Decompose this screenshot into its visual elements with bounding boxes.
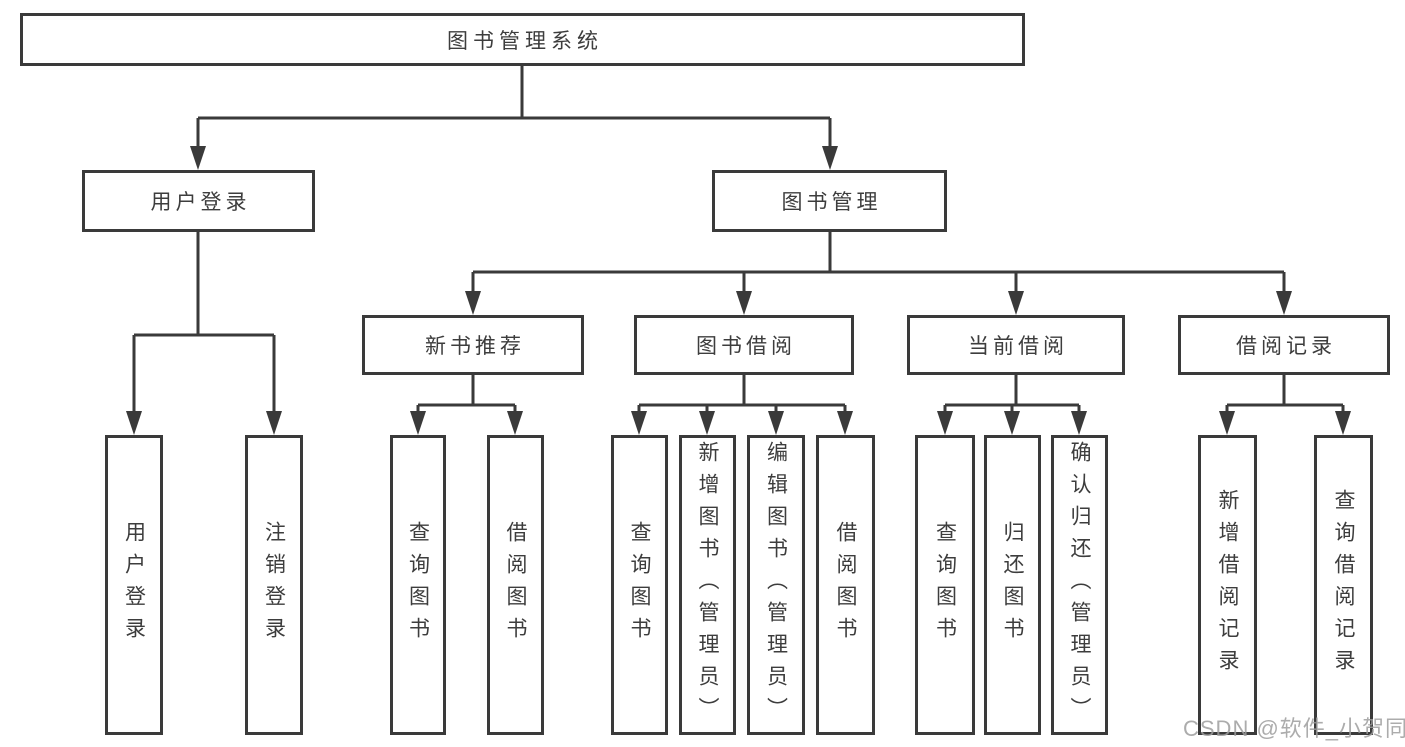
connector-root-to-level2 bbox=[190, 66, 838, 170]
node-label: 新书推荐 bbox=[425, 335, 525, 358]
leaf-borrow-books: 借阅图书 bbox=[816, 435, 875, 735]
node-book-borrow: 图书借阅 bbox=[634, 315, 854, 375]
node-label: 查询图书 bbox=[406, 521, 430, 649]
connector-borrow-records-children bbox=[1219, 375, 1351, 435]
node-label: 借阅记录 bbox=[1236, 335, 1336, 358]
node-label: 新增图书（管理员） bbox=[696, 441, 719, 729]
node-label: 图书借阅 bbox=[696, 335, 796, 358]
connector-new-book-children bbox=[410, 375, 523, 435]
node-label: 编辑图书（管理员） bbox=[764, 441, 788, 729]
node-label: 用户登录 bbox=[150, 191, 251, 214]
node-label: 借阅图书 bbox=[504, 521, 527, 649]
leaf-confirm-return-admin: 确认归还（管理员） bbox=[1051, 435, 1108, 735]
leaf-borrow-books-recommend: 借阅图书 bbox=[487, 435, 544, 735]
node-label: 归还图书 bbox=[1001, 521, 1024, 649]
connector-user-login-children bbox=[126, 232, 282, 435]
leaf-query-borrow-record: 查询借阅记录 bbox=[1314, 435, 1373, 735]
node-current-borrow: 当前借阅 bbox=[907, 315, 1125, 375]
leaf-edit-books-admin: 编辑图书（管理员） bbox=[747, 435, 805, 735]
csdn-watermark: CSDN @软件_小贺同学 bbox=[1183, 716, 1405, 741]
node-label: 查询图书 bbox=[933, 521, 957, 649]
node-label: 图书管理 bbox=[781, 191, 882, 214]
node-label: 查询图书 bbox=[628, 521, 651, 649]
node-label: 当前借阅 bbox=[968, 335, 1068, 358]
connector-book-borrow-children bbox=[631, 375, 853, 435]
leaf-logout: 注销登录 bbox=[245, 435, 303, 735]
node-library-management-system: 图书管理系统 bbox=[20, 13, 1025, 66]
node-user-login: 用户登录 bbox=[82, 170, 315, 232]
node-label: 用户登录 bbox=[122, 521, 146, 649]
node-label: 查询借阅记录 bbox=[1332, 489, 1355, 681]
node-label: 注销登录 bbox=[262, 521, 286, 649]
node-label: 新增借阅记录 bbox=[1216, 489, 1239, 681]
connector-current-borrow-children bbox=[937, 375, 1087, 435]
leaf-query-books-current: 查询图书 bbox=[915, 435, 975, 735]
leaf-user-login: 用户登录 bbox=[105, 435, 163, 735]
node-new-book-recommend: 新书推荐 bbox=[362, 315, 584, 375]
node-label: 图书管理系统 bbox=[447, 29, 603, 53]
node-book-management: 图书管理 bbox=[712, 170, 947, 232]
connector-book-management-children bbox=[465, 232, 1292, 315]
leaf-query-books-recommend: 查询图书 bbox=[390, 435, 446, 735]
leaf-add-borrow-record: 新增借阅记录 bbox=[1198, 435, 1257, 735]
node-borrow-records: 借阅记录 bbox=[1178, 315, 1390, 375]
leaf-return-books: 归还图书 bbox=[984, 435, 1041, 735]
node-label: 确认归还（管理员） bbox=[1068, 441, 1091, 729]
node-label: 借阅图书 bbox=[834, 521, 857, 649]
leaf-query-books-borrow: 查询图书 bbox=[611, 435, 668, 735]
leaf-add-books-admin: 新增图书（管理员） bbox=[679, 435, 736, 735]
